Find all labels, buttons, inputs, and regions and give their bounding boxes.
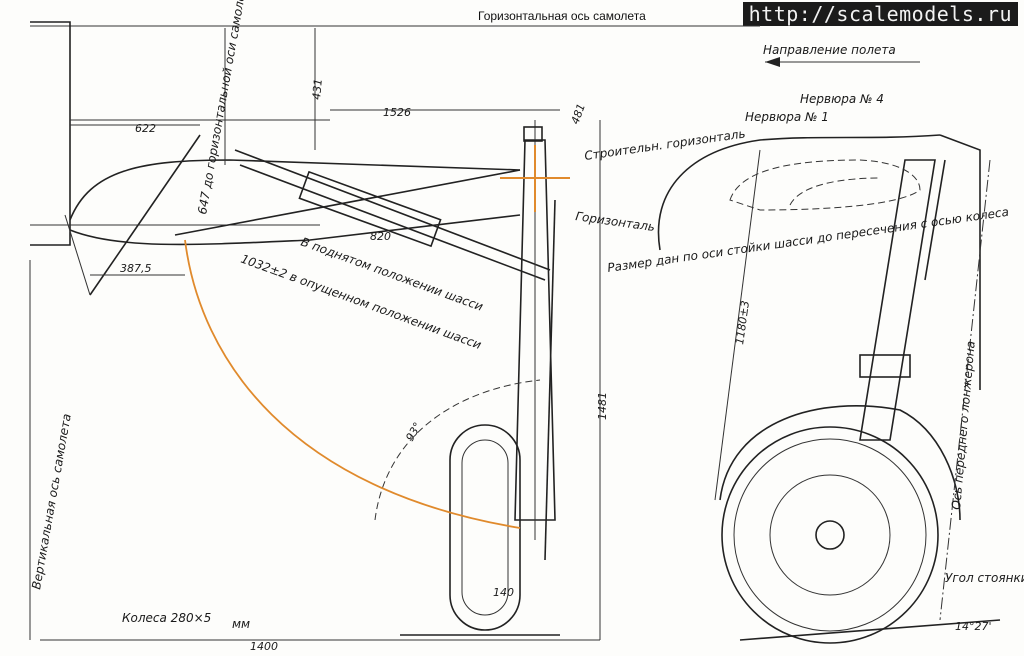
label-rib4: Нервюра № 4 xyxy=(800,92,884,106)
retraction-strut-lower xyxy=(239,164,546,281)
front-oleo-strut xyxy=(859,159,936,441)
ground-line-right xyxy=(739,619,1001,641)
front-spar-axis xyxy=(939,159,991,621)
dim-387: 387,5 xyxy=(120,262,152,275)
strut-top-fitting xyxy=(523,126,543,142)
dim-622: 622 xyxy=(135,122,156,135)
label-horizontal: Горизонталь xyxy=(575,209,656,234)
front-wheel-rim xyxy=(769,474,891,596)
front-wheel-tyre xyxy=(721,426,939,644)
rib-contour-1 xyxy=(729,159,921,211)
hinge-brace xyxy=(89,134,201,296)
dim-parking-angle: 14°27' xyxy=(955,620,992,633)
strut-rear-edge xyxy=(544,199,556,561)
fuselage-outline xyxy=(30,21,71,246)
retraction-strut xyxy=(234,149,551,271)
hinge-brace-2 xyxy=(64,214,91,296)
wheel-fairing xyxy=(719,405,961,521)
label-rib1: Нервюра № 1 xyxy=(745,110,829,124)
label-flight-direction: Направление полета xyxy=(763,43,896,57)
swing-arc-93 xyxy=(374,379,541,521)
dim-1481: 1481 xyxy=(596,392,609,420)
side-wheel-inner xyxy=(461,439,509,616)
raised-leg-line xyxy=(174,169,521,236)
dim-1400: 1400 xyxy=(250,640,278,653)
front-wheel-rim-outer xyxy=(733,438,927,632)
drawing-title: Горизонтальная ось самолета xyxy=(478,9,646,23)
dim-1526: 1526 xyxy=(383,106,411,119)
dim-1180: 1180±3 xyxy=(733,300,752,346)
label-parking-angle: Угол стоянки xyxy=(945,571,1024,585)
watermark-text: http://scalemodels.ru xyxy=(748,2,1012,26)
wing-upper-outline xyxy=(69,159,521,221)
label-size-note: Размер дан по оси стойки шасси до пересе… xyxy=(606,205,1009,275)
watermark: http://scalemodels.ru xyxy=(742,2,1018,26)
label-wheel-unit: мм xyxy=(232,617,250,631)
front-spar-edge xyxy=(939,134,981,390)
rib-contour-2 xyxy=(789,177,881,206)
front-wheel-hub xyxy=(815,520,845,550)
dim-481: 481 xyxy=(569,102,588,126)
label-construct-horizontal: Строительн. горизонталь xyxy=(583,127,746,163)
main-oleo-strut xyxy=(514,139,556,521)
arrow-head-icon xyxy=(765,57,780,67)
actuator-cylinder xyxy=(298,170,442,248)
nacelle-outline xyxy=(657,134,941,251)
wing-lower-outline xyxy=(69,214,521,246)
label-wheel: Колеса 280×5 xyxy=(122,611,211,625)
dim-820: 820 xyxy=(370,230,391,243)
label-to-horizontal-axis: 647 до горизонтальной оси самолета xyxy=(195,0,250,216)
shock-rod xyxy=(924,159,946,281)
retraction-path-arc xyxy=(184,239,521,529)
label-front-spar-axis: Ось переднего лонжерона xyxy=(949,340,978,510)
dim-431: 431 xyxy=(310,78,325,100)
dim-140: 140 xyxy=(493,586,514,599)
dim-93: 93° xyxy=(403,420,424,443)
side-wheel xyxy=(449,424,521,631)
dim-line-1180 xyxy=(714,149,761,501)
label-vertical-axis: Вертикальная ось самолета xyxy=(29,413,74,591)
strut-collar xyxy=(859,354,911,378)
